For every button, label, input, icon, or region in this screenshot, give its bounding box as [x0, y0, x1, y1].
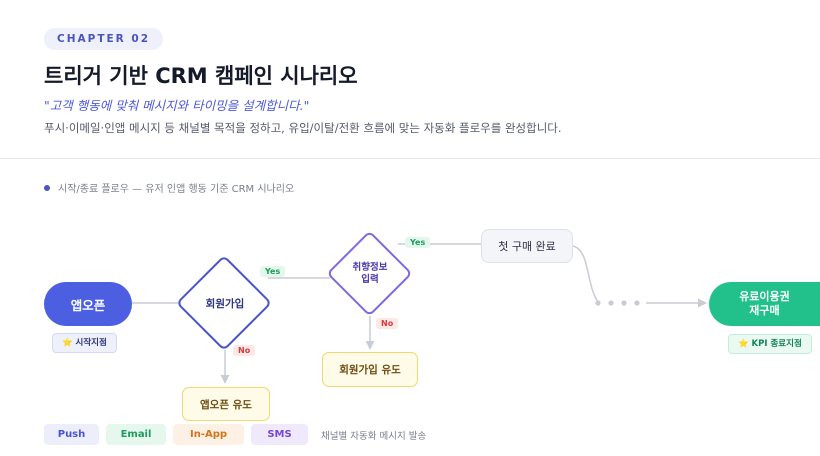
decision-signup-label: 회원가입 — [205, 298, 245, 310]
channel-legend: Push Email In-App SMS 채널별 자동화 메시지 발송 — [44, 424, 426, 445]
channel-inapp: In-App — [173, 424, 244, 445]
no-tag-signup: No — [233, 345, 256, 356]
start-badge: ⭐ 시작지점 — [52, 333, 117, 353]
no-tag-pref: No — [376, 318, 399, 329]
connector-dot — [634, 300, 640, 306]
channel-sms: SMS — [251, 424, 308, 445]
connector-dot — [608, 300, 614, 306]
end-badge: ⭐ KPI 종료지점 — [728, 334, 812, 354]
end-node: 유료이용권 재구매 — [709, 282, 820, 326]
connector-dot — [621, 300, 627, 306]
page-description: 푸시·이메일·인앱 메시지 등 채널별 목적을 정하고, 유입/이탈/전환 흐름… — [44, 121, 562, 135]
page-quote: "고객 행동에 맞춰 메시지와 타이밍을 설계합니다." — [44, 98, 310, 113]
divider — [0, 158, 820, 159]
channel-push: Push — [44, 424, 99, 445]
yes-tag-pref: Yes — [405, 237, 431, 248]
bullet-icon — [44, 185, 50, 191]
channel-note: 채널별 자동화 메시지 발송 — [321, 430, 427, 442]
start-node: 앱오픈 — [44, 282, 132, 326]
signup-induce-node: 회원가입 유도 — [322, 352, 418, 387]
page-title: 트리거 기반 CRM 캠페인 시나리오 — [44, 64, 358, 88]
section-label: 시작/종료 플로우 — 유저 인앱 행동 기준 CRM 시나리오 — [44, 180, 294, 195]
connector-first-dots — [572, 245, 599, 303]
yes-tag-signup: Yes — [260, 266, 286, 277]
channel-email: Email — [106, 424, 166, 445]
chapter-pill: CHAPTER 02 — [44, 28, 164, 50]
decision-pref-label: 취향정보 입력 — [352, 262, 388, 285]
first-purchase-node: 첫 구매 완료 — [481, 229, 573, 263]
app-induce-node: 앱오픈 유도 — [182, 387, 270, 421]
connector-dot — [595, 300, 601, 306]
section-label-text: 시작/종료 플로우 — 유저 인앱 행동 기준 CRM 시나리오 — [58, 184, 295, 195]
